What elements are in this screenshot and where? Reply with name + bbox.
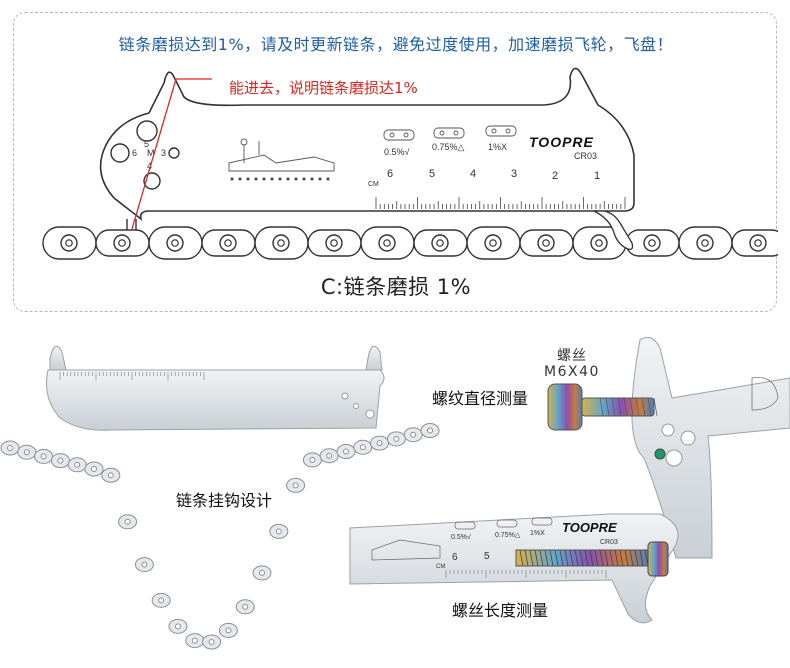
svg-text:5: 5 xyxy=(484,551,490,562)
photo-bolt-length: 0.5%√ 0.75%△ 1%X TOOPRE CR03 CM 6 5 xyxy=(349,513,679,624)
diagram-caption: C:链条磨损 1% xyxy=(320,275,472,299)
hole-bottom xyxy=(143,172,161,190)
model-label: CR03 xyxy=(574,151,597,161)
tool-outline xyxy=(99,67,635,222)
hole-label-6: 6 xyxy=(132,148,137,158)
ruler-scale xyxy=(375,197,626,209)
ruler-unit: CM xyxy=(368,181,379,188)
chain-checker-diagram: 5 6 M 3 4 0.5%√ 0.75%△ 1%X TOOPRE C xyxy=(42,67,778,260)
label-thread-diameter: 螺纹直径测量 xyxy=(432,389,529,408)
callout-line xyxy=(131,78,212,230)
hole-label-3: 3 xyxy=(161,148,166,158)
svg-text:1%X: 1%X xyxy=(530,530,545,537)
bolt-size: M6X40 xyxy=(544,364,600,380)
wear-warning-headline: 链条磨损达到1%，请及时更新链条，避免过度使用，加速磨损飞轮，飞盘！ xyxy=(118,35,674,54)
callout-text: 能进去，说明链条磨损达1% xyxy=(229,79,418,97)
ruler-number-6: 6 xyxy=(387,168,393,180)
bolt-title: 螺丝 xyxy=(557,348,587,364)
hole-left xyxy=(110,143,130,163)
ruler-number-4: 4 xyxy=(470,168,476,180)
chain-sketch-icon xyxy=(228,138,335,172)
svg-text:6: 6 xyxy=(452,552,458,563)
svg-text:0.75%△: 0.75%△ xyxy=(495,532,521,539)
ruler-number-2: 2 xyxy=(552,170,558,182)
wear-label-0-5: 0.5%√ xyxy=(384,147,410,157)
ruler-number-3: 3 xyxy=(511,168,517,180)
wear-diagram-card: 链条磨损达到1%，请及时更新链条，避免过度使用，加速磨损飞轮，飞盘！ 5 6 M… xyxy=(13,12,778,312)
brand-logo: TOOPRE xyxy=(529,134,594,150)
hole-large-top xyxy=(136,120,158,142)
product-photos: 链条挂钩设计 0.5%√ 0.75%△ 1%X TOOPRE CR03 CM 6… xyxy=(0,336,790,650)
photo-thread-diameter xyxy=(547,336,790,559)
svg-text:TOOPRE: TOOPRE xyxy=(562,520,617,535)
bike-chain xyxy=(42,226,778,260)
hole-label-m: M xyxy=(147,148,155,158)
hole-label-4: 4 xyxy=(147,161,152,171)
ruler-number-5: 5 xyxy=(429,168,435,180)
tool-tip-inserted xyxy=(593,210,634,251)
photo-chain-hook xyxy=(0,345,440,650)
svg-text:0.5%√: 0.5%√ xyxy=(451,533,471,541)
wear-icon-group xyxy=(383,125,517,141)
label-bolt-length: 螺丝长度测量 xyxy=(452,601,549,620)
hole-right xyxy=(168,147,180,159)
wear-label-1: 1%X xyxy=(488,142,507,152)
wear-label-0-75: 0.75%△ xyxy=(432,142,465,152)
label-chain-hook: 链条挂钩设计 xyxy=(176,492,272,510)
svg-text:CM: CM xyxy=(436,564,445,570)
svg-text:CR03: CR03 xyxy=(600,539,618,546)
chain-dots-icon xyxy=(230,177,330,181)
ruler-number-1: 1 xyxy=(594,170,600,182)
hole-label-5: 5 xyxy=(144,139,149,149)
